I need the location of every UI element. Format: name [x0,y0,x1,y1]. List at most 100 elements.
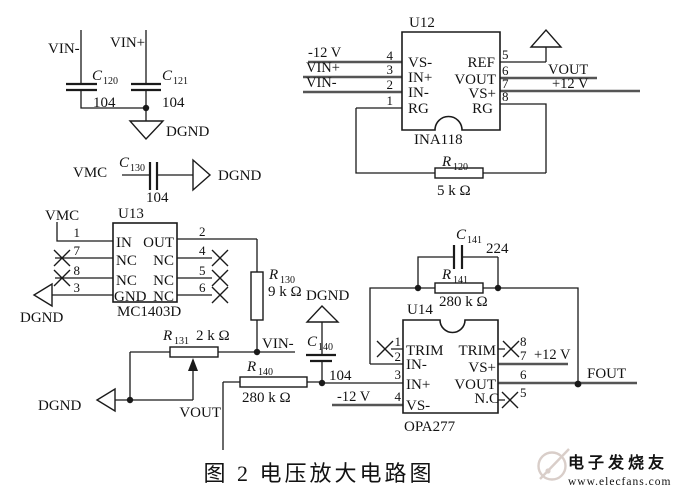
ic-bodies [112,31,501,414]
u12-pin8-name: RG [472,101,493,117]
u13-pin5-num: 5 [199,263,206,278]
net-fout: FOUT [587,366,626,382]
u12-pin4-name: VS- [408,55,432,71]
power-triangle-u12-ref [529,28,563,48]
u14-pin6-name: VOUT [454,377,496,393]
c130-designator: C [119,155,130,171]
watermark: 电子发烧友 www.elecfans.com [537,448,671,488]
nc-x-u13-pin8 [53,269,71,287]
net-dgnd-pot: DGND [38,398,81,414]
u12-part: INA118 [414,132,463,148]
u12-pin1-name: RG [408,101,429,117]
r131-wiper-arrow [188,358,198,371]
u13-ref: U13 [118,206,144,222]
u13-block: U13 MC1403D 1 7 8 3 IN NC NC GND OUT NC … [74,206,207,320]
r120-designator: R [441,154,451,170]
u13-pin8-num: 8 [74,263,81,278]
c121-value: 104 [162,95,185,111]
u12-pin4-num: 4 [387,48,394,63]
net-pos12-u14: +12 V [534,347,571,363]
u14-pin3-name: IN+ [406,377,430,393]
r120-subscript: 120 [453,162,468,173]
u12-pin5-name: REF [467,55,495,71]
u12-pin6-name: VOUT [454,72,496,88]
u13-pin4-name: NC [153,253,174,269]
u14-pin8-name: TRIM [459,343,497,359]
u12-net-neg12: -12 V [308,45,342,61]
nc-x-u13-pin6 [211,286,229,304]
c140-value: 104 [329,368,352,384]
r131-subscript: 131 [174,336,189,347]
r120-value: 5 k Ω [437,183,471,199]
net-vout-stub: VOUT [179,405,221,421]
dgnd-triangle-top [128,120,165,141]
c140-subscript: 140 [318,342,333,353]
elecfans-logo-icon [537,448,570,481]
u14-body [402,319,499,414]
u12-ref: U12 [409,15,435,31]
r140-designator: R [246,359,256,375]
u13-pin6-num: 6 [199,280,206,295]
r130-designator: R [268,267,278,283]
u14-pin1-num: 1 [395,334,402,349]
u13-pin1-num: 1 [74,225,81,240]
u13-pin8-name: NC [116,273,137,289]
c140-designator: C [307,334,318,350]
u12-pin6-num: 6 [502,63,509,78]
r130-subscript: 130 [280,275,295,286]
r140-value: 280 k Ω [242,390,291,406]
u13-pin2-num: 2 [199,224,206,239]
resistor-bodies [169,167,484,388]
u14-pin2-num: 2 [395,349,402,364]
net-dgnd-top: DGND [166,124,209,140]
c130-subscript: 130 [130,163,145,174]
u14-pin2-name: IN- [406,357,427,373]
r130-body [250,271,264,321]
u14-pin4-num: 4 [395,389,402,404]
u12-net-vout: VOUT [548,62,588,78]
u12-net-vinplus: VIN+ [306,60,340,76]
dgnd-triangle-pot [95,387,116,413]
c130-value: 104 [146,190,169,206]
junction-dots [126,104,582,404]
u13-pin3-num: 3 [74,280,81,295]
u12-pin1-num: 1 [387,93,394,108]
u12-pin3-name: IN+ [408,70,432,86]
u14-pin7-num: 7 [520,348,527,363]
u13-pin3-name: GND [114,289,147,305]
figure-caption: 图 2 电压放大电路图 [203,461,434,486]
dgnd-triangle-c140 [305,304,340,323]
net-vin-minus-top: VIN- [48,41,80,57]
r140-body [239,376,308,388]
no-connect-marks [53,249,520,409]
u14-pin6-num: 6 [520,367,527,382]
c121-subscript: 121 [173,76,188,87]
watermark-site: www.elecfans.com [568,476,671,488]
u12-body [401,31,501,131]
r131-designator: R [162,328,172,344]
net-vin-minus-mid: VIN- [262,336,294,352]
net-dgnd-row: DGND [218,168,261,184]
u14-part: OPA277 [404,419,456,435]
c141-designator: C [456,227,467,243]
u13-pin5-name: NC [153,273,174,289]
c141-subscript: 141 [467,235,482,246]
u12-net-vinminus: VIN- [306,75,337,91]
watermark-brand: 电子发烧友 [568,453,668,472]
c121-designator: C [162,68,173,84]
u12-pin7-num: 7 [502,76,509,91]
net-vmc-u13: VMC [45,208,79,224]
u12-pin2-num: 2 [387,77,394,92]
u14-block: U14 OPA277 1 2 3 4 TRIM IN- IN+ VS- TRIM… [395,302,528,435]
r140-subscript: 140 [258,367,273,378]
u12-pin7-name: VS+ [468,86,496,102]
u12-pin5-num: 5 [502,47,509,62]
net-neg12-u14: -12 V [337,389,371,405]
c120-subscript: 120 [103,76,118,87]
net-rails [303,60,640,407]
capacitor-plates [66,82,464,363]
nc-x-u14-pin8 [502,340,520,358]
u14-pin3-num: 3 [395,367,402,382]
nc-x-u14-pin5 [501,391,519,409]
